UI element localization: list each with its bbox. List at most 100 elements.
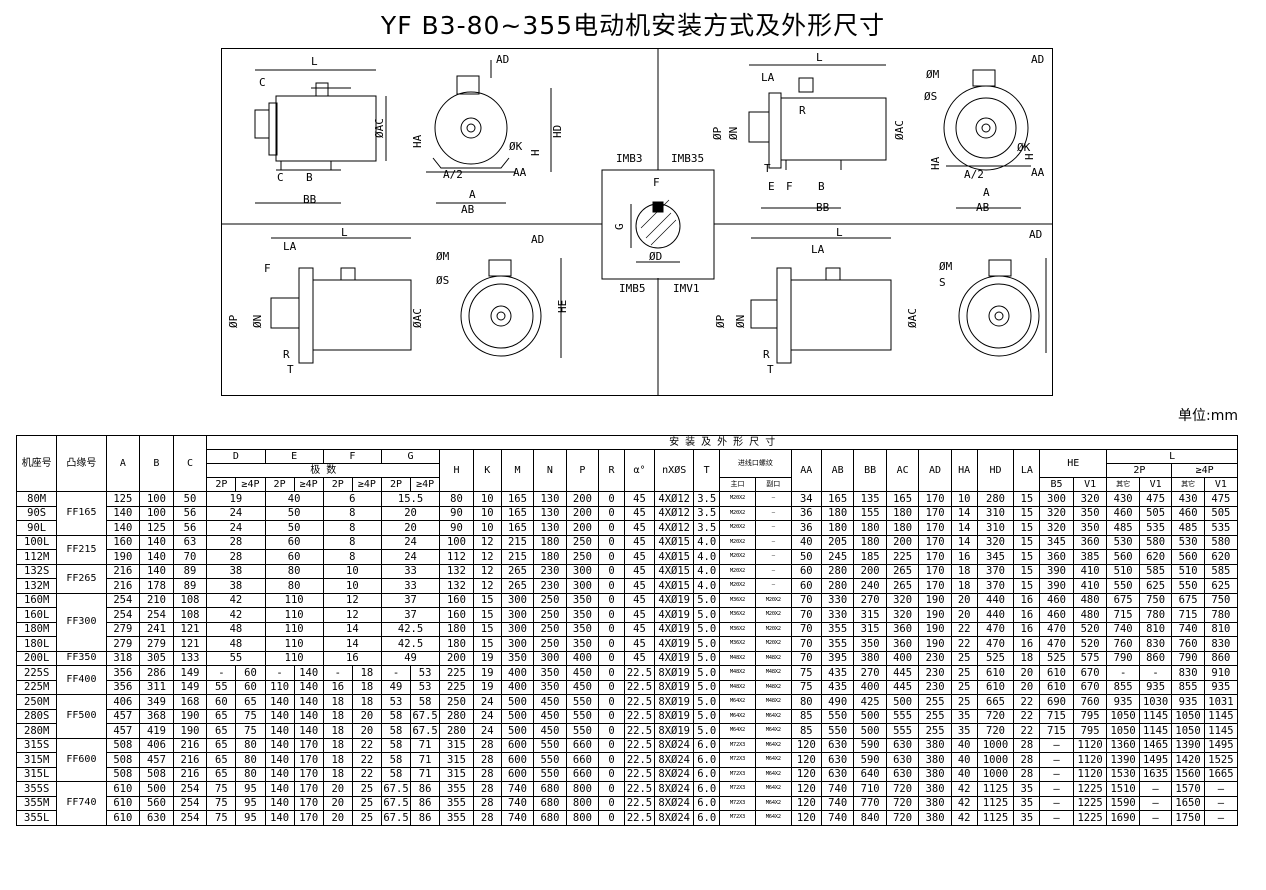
table-cell: 50 — [790, 549, 822, 565]
table-cell: 34 — [790, 491, 822, 507]
table-cell: 380 — [918, 737, 952, 753]
table-cell: 410 — [1072, 578, 1108, 594]
table-cell: 15 — [472, 592, 502, 608]
table-cell: 630 — [885, 752, 920, 768]
table-cell: 170 — [918, 549, 952, 565]
dim-label: AD — [1029, 228, 1042, 241]
table-cell: 610 — [1039, 679, 1074, 695]
table-cell: 200 — [565, 520, 600, 536]
table-cell: 70 — [790, 621, 822, 637]
table-cell: 40 — [950, 752, 978, 768]
table-cell: 170 — [293, 737, 324, 753]
table-cell: 100 — [439, 534, 474, 550]
table-cell: 22.5 — [623, 694, 656, 710]
table-cell: 216 — [105, 578, 141, 594]
table-cell: 20 — [1013, 679, 1041, 695]
dim-label: S — [939, 276, 946, 289]
table-cell: 1000 — [976, 752, 1015, 768]
table-cell: 28 — [472, 781, 502, 797]
table-cell: 10 — [472, 520, 502, 536]
table-cell: 4XØ19 — [654, 621, 695, 637]
table-cell: 20 — [380, 520, 441, 536]
table-cell: M72X3 — [719, 737, 756, 753]
table-cell: 530 — [1106, 534, 1140, 550]
table-cell: 1495 — [1203, 737, 1239, 753]
table-cell: 286 — [139, 665, 174, 681]
table-cell: 24 — [472, 708, 502, 724]
table-cell: 65 — [206, 752, 237, 768]
table-cell: 680 — [533, 810, 567, 826]
table-cell: 86 — [410, 781, 441, 797]
table-cell: 20 — [1013, 665, 1041, 681]
table-cell: 170 — [918, 534, 952, 550]
table-cell: 1145 — [1138, 723, 1173, 739]
table-cell: 585 — [1138, 563, 1173, 579]
table-cell: 370 — [976, 578, 1015, 594]
table-cell: 1030 — [1138, 694, 1173, 710]
table-cell: 12 — [322, 607, 382, 623]
table-cell: 710 — [853, 781, 887, 797]
table-cell: 140 — [264, 810, 295, 826]
table-cell: 500 — [885, 694, 920, 710]
imb3-side-view — [254, 69, 387, 204]
table-cell: 28 — [472, 766, 502, 782]
table-cell: 0 — [598, 520, 625, 536]
table-cell: 140 — [264, 766, 295, 782]
table-cell: 5.0 — [693, 665, 721, 681]
table-cell: 660 — [565, 752, 600, 768]
table-cell: 20 — [322, 781, 353, 797]
table-cell: 355 — [439, 781, 474, 797]
table-cell: 279 — [139, 636, 174, 652]
table-cell: 430 — [1171, 491, 1205, 507]
table-cell: 1650 — [1171, 795, 1205, 811]
table-cell: 108 — [172, 592, 208, 608]
table-cell: 470 — [976, 636, 1015, 652]
table-cell: 450 — [533, 694, 567, 710]
dim-label: ØP — [714, 314, 727, 328]
table-cell: 0 — [598, 650, 625, 666]
table-cell: 14 — [322, 636, 382, 652]
table-cell: 790 — [1171, 650, 1205, 666]
table-cell: 112M — [15, 549, 58, 565]
table-cell: M64X2 — [754, 708, 792, 724]
table-cell: 279 — [105, 636, 141, 652]
table-cell: — — [1039, 795, 1074, 811]
table-cell: 280 — [976, 491, 1015, 507]
table-cell: 830 — [1138, 636, 1173, 652]
table-cell: 210 — [139, 592, 174, 608]
table-cell: 22 — [950, 636, 978, 652]
table-cell: 130 — [533, 491, 567, 507]
table-cell: 360 — [1072, 534, 1108, 550]
table-cell: 0 — [598, 752, 625, 768]
table-cell: 500 — [500, 723, 535, 739]
table-cell: 130 — [533, 520, 567, 536]
header-AB: AB — [820, 449, 855, 492]
dim-label: ØM — [926, 68, 940, 81]
table-cell: 67.5 — [380, 795, 412, 811]
table-cell: 830 — [1171, 665, 1205, 681]
header-BB: BB — [853, 449, 887, 492]
table-cell: 0 — [598, 766, 625, 782]
table-cell: 1530 — [1106, 766, 1140, 782]
table-cell: 350 — [533, 679, 567, 695]
table-cell: 270 — [853, 592, 887, 608]
table-cell: 110 — [264, 679, 295, 695]
table-cell: 250 — [565, 549, 600, 565]
table-cell: 810 — [1138, 621, 1173, 637]
table-cell: 665 — [976, 694, 1015, 710]
table-cell: 22 — [351, 766, 382, 782]
dim-label: ØN — [251, 315, 264, 328]
header-N: N — [533, 449, 567, 492]
table-cell: 55 — [206, 650, 266, 666]
table-cell: 22 — [351, 737, 382, 753]
table-cell: 120 — [790, 781, 822, 797]
table-cell: 112 — [439, 549, 474, 565]
table-cell: 63 — [172, 534, 208, 550]
dim-label: T — [287, 363, 294, 376]
table-cell: 110 — [264, 621, 324, 637]
table-cell: 132S — [15, 563, 58, 579]
table-cell: 935 — [1106, 694, 1140, 710]
table-cell: M72X3 — [719, 795, 756, 811]
table-cell: 4XØ15 — [654, 578, 695, 594]
